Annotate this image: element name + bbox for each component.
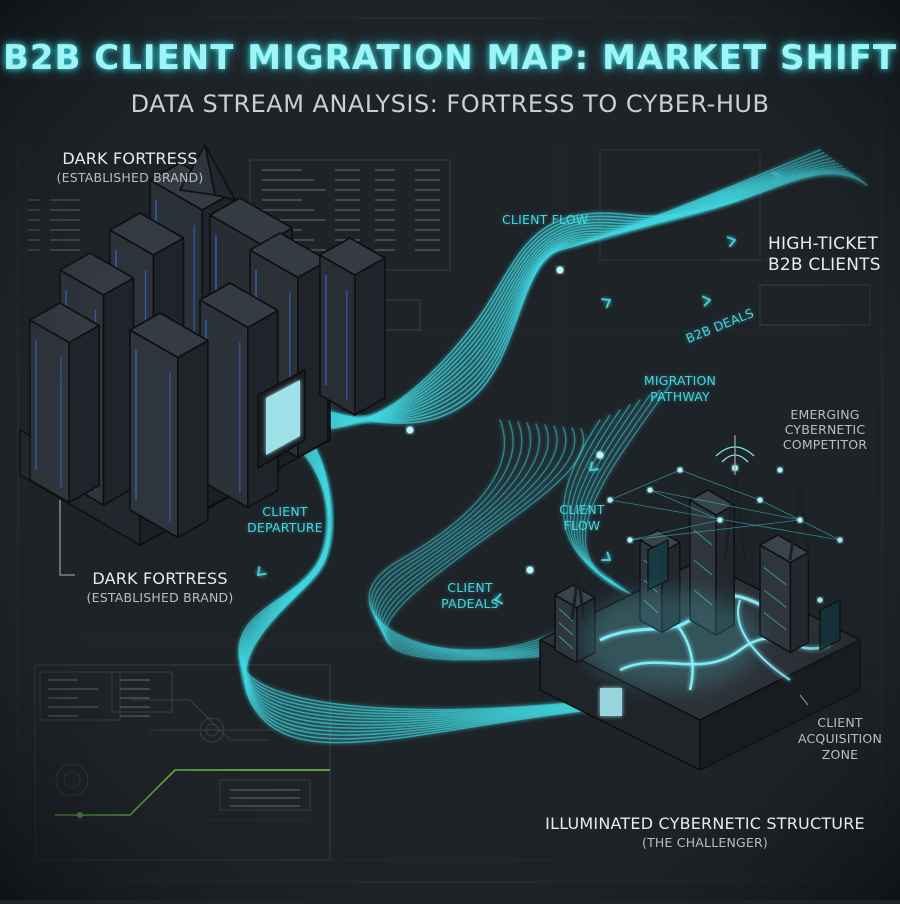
fortress-label-bottom: DARK FORTRESS <box>92 569 228 588</box>
page-subtitle: DATA STREAM ANALYSIS: FORTRESS TO CYBER-… <box>130 90 770 118</box>
page-title: B2B CLIENT MIGRATION MAP: MARKET SHIFT <box>2 38 898 78</box>
high-ticket-label-line2: B2B CLIENTS <box>768 255 881 275</box>
client-flow-mid-line1: CLIENT <box>559 502 605 517</box>
client-padeals-line1: CLIENT <box>447 580 493 595</box>
acquisition-zone-line2: ACQUISITION <box>797 731 883 746</box>
emerging-competitor-line2: CYBERNETIC <box>784 422 866 437</box>
client-departure-line2: DEPARTURE <box>247 520 323 535</box>
fortress-label-top: DARK FORTRESS <box>30 149 230 168</box>
emerging-competitor-line3: COMPETITOR <box>782 437 868 452</box>
challenger-label-line1: ILLUMINATED CYBERNETIC STRUCTURE <box>545 814 865 833</box>
dark-fortress-structure <box>19 144 386 546</box>
migration-pathway-line2: PATHWAY <box>650 389 710 404</box>
migration-pathway-line1: MIGRATION <box>643 373 717 388</box>
client-padeals-line2: PADEALS <box>441 596 499 611</box>
acquisition-zone-line3: ZONE <box>821 747 859 762</box>
fortress-top-name: DARK FORTRESS <box>62 149 198 168</box>
client-departure-line1: CLIENT <box>262 504 308 519</box>
high-ticket-label-line1: HIGH-TICKET <box>768 234 879 254</box>
challenger-label-line2: (THE CHALLENGER) <box>642 835 768 850</box>
emerging-competitor-line1: EMERGING <box>790 407 860 422</box>
acquisition-zone-line1: CLIENT <box>817 715 863 730</box>
client-flow-mid-line2: FLOW <box>563 518 601 533</box>
fortress-bottom-sub: (ESTABLISHED BRAND) <box>86 590 234 605</box>
client-flow-label-top: CLIENT FLOW <box>502 212 589 227</box>
fortress-top-sub: (ESTABLISHED BRAND) <box>56 170 204 185</box>
